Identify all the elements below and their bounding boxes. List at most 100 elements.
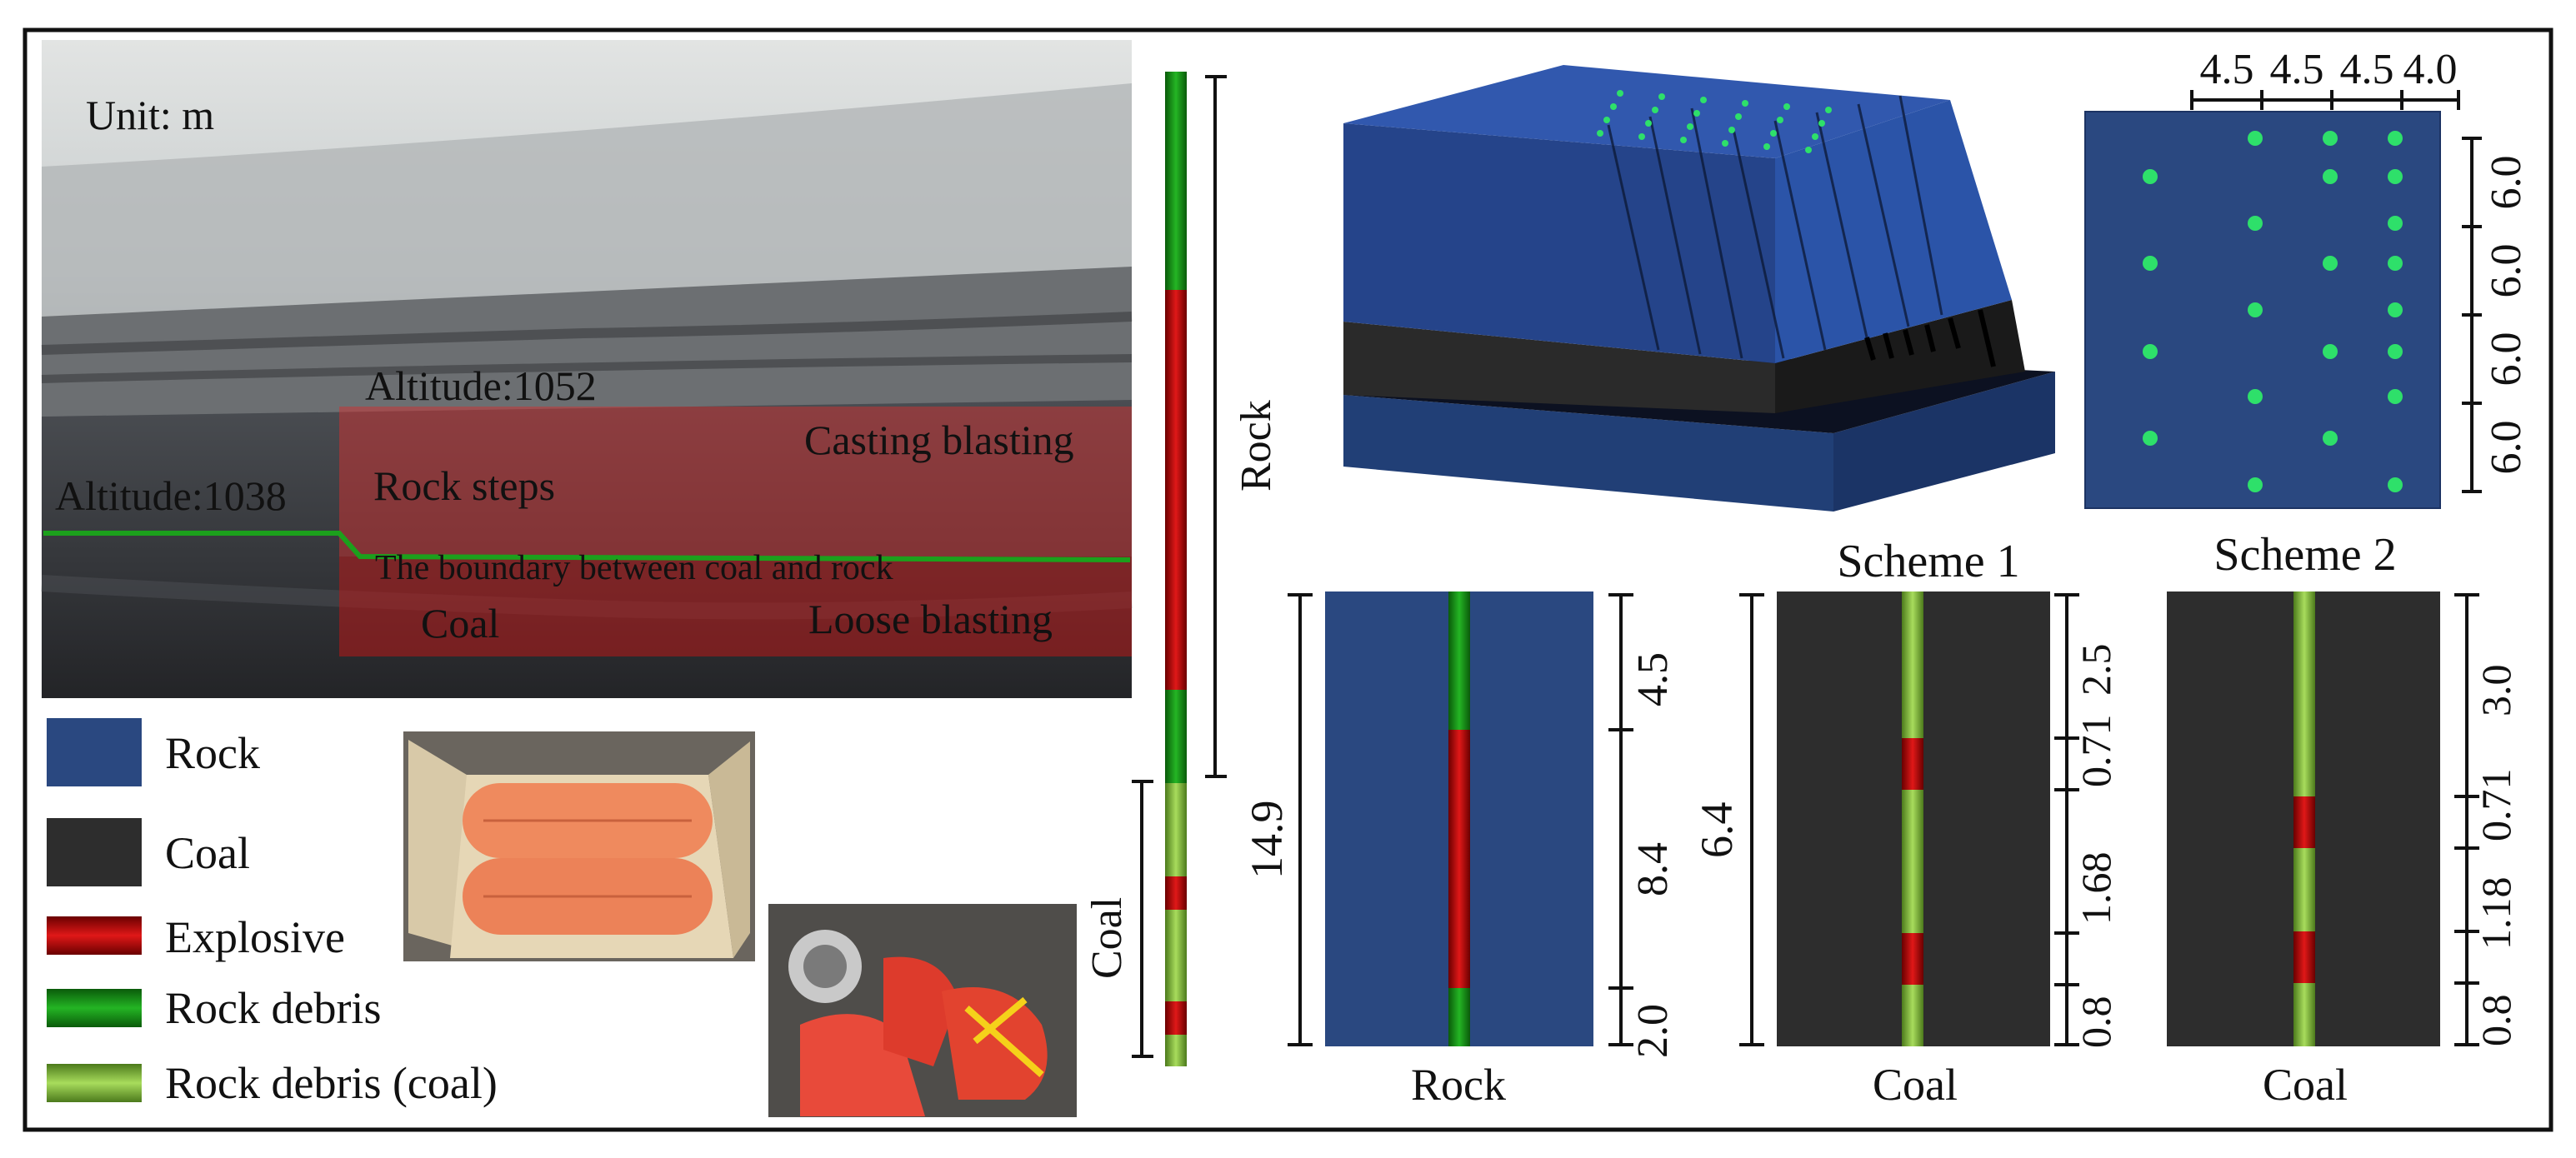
- scheme1-segment-bracket: [2054, 593, 2079, 1046]
- scheme1-seg-dimension-2: 0.71: [2073, 715, 2119, 788]
- rock-column-stemming: [1448, 591, 1470, 730]
- grid-top-dimension: 4.5: [2340, 46, 2394, 93]
- model-hole-marker: [1693, 110, 1700, 117]
- borehole-dot: [2388, 131, 2403, 146]
- borehole-dot: [2388, 302, 2403, 317]
- rock-block-top: [1343, 65, 1950, 158]
- coal-layer-side: [1343, 322, 1775, 413]
- scheme2-explosive-top: [2293, 796, 2315, 848]
- model-hole-marker: [1735, 113, 1742, 120]
- borehole-dot: [2388, 477, 2403, 492]
- grid-side-dimension: 6.0: [2483, 244, 2530, 298]
- model-hole-marker: [1770, 130, 1777, 137]
- scheme1-seg-dimension-3: 1.68: [2073, 852, 2119, 926]
- long-column-rock-label: Rock: [1233, 400, 1280, 492]
- model-hole-marker: [1658, 93, 1665, 100]
- rock-block-front: [1775, 100, 2012, 363]
- model-hole-marker: [1603, 117, 1610, 123]
- model-hole-marker: [1687, 123, 1693, 130]
- model-hole-marker: [1783, 103, 1790, 110]
- borehole-dot: [2388, 389, 2403, 404]
- legend-swatch-rock-debris: [47, 989, 142, 1027]
- borehole-dot: [2143, 344, 2158, 359]
- rock-seg-dimension-3: 2.0: [1629, 1004, 1677, 1058]
- coal-layer-front: [1775, 300, 2025, 413]
- rock-seg-dimension-1: 4.5: [1629, 652, 1677, 706]
- bench-base-side: [1343, 395, 1833, 512]
- scheme2-seg-dimension-3: 1.18: [2473, 877, 2519, 951]
- coal-blast-zone: [339, 557, 1132, 656]
- scheme2-debris-bottom: [2293, 983, 2315, 1046]
- scheme2-segment-bracket: [2454, 593, 2479, 1046]
- model-hole-marker: [1652, 107, 1658, 113]
- holes-in-coal: [1864, 309, 1996, 367]
- borehole-dot: [2248, 477, 2263, 492]
- rock-total-bracket: [1288, 593, 1313, 1046]
- bench-3d-model: [1343, 65, 2055, 512]
- grid-side-dimension: 6.0: [2483, 332, 2530, 387]
- rock-segment-bracket: [1608, 593, 1633, 1046]
- casting-blasting-label: Casting blasting: [804, 417, 1074, 463]
- borehole-dot: [2323, 131, 2338, 146]
- explosive-box-photo: [403, 731, 755, 961]
- holes-in-model: [1607, 95, 1943, 359]
- grid-top-dimension: 4.0: [2403, 46, 2458, 93]
- model-hole-marker: [1617, 90, 1623, 97]
- borehole-dot: [2143, 256, 2158, 271]
- borehole-dot: [2323, 431, 2338, 446]
- scheme2-caption: Coal: [2263, 1060, 2348, 1110]
- borehole-dot: [2323, 256, 2338, 271]
- scheme1-total-bracket: [1739, 593, 1764, 1046]
- long-borehole-column: [1165, 72, 1187, 1066]
- model-hole-marker: [1722, 140, 1728, 147]
- rock-panel-caption: Rock: [1411, 1060, 1506, 1110]
- scheme2-seg-dimension-2: 0.71: [2473, 769, 2519, 842]
- legend-label-rock-debris-coal: Rock debris (coal): [165, 1058, 498, 1108]
- legend-swatch-rock-debris-coal: [47, 1064, 142, 1102]
- model-hole-marker: [1763, 143, 1770, 150]
- borehole-dot: [2143, 431, 2158, 446]
- model-hole-marker: [1680, 137, 1687, 143]
- scheme1-explosive-top: [1902, 738, 1923, 790]
- scheme1-debris-bottom: [1902, 985, 1923, 1046]
- grid-side-dimension: 6.0: [2483, 421, 2530, 475]
- model-hole-marker: [1742, 100, 1748, 107]
- grid-side-dimensions: 6.0 6.0 6.0 6.0: [2462, 137, 2530, 493]
- legend-swatch-explosive: [47, 916, 142, 955]
- scheme1-total-dimension: 6.4: [1692, 802, 1742, 859]
- scheme2-seg-dimension-1: 3.0: [2473, 665, 2519, 717]
- model-hole-marker: [1812, 133, 1818, 140]
- scheme2-title: Scheme 2: [2213, 529, 2396, 581]
- borehole-grid: [2143, 131, 2403, 492]
- grid-side-dimension: 6.0: [2483, 156, 2530, 210]
- scheme2-seg-dimension-4: 0.8: [2473, 995, 2519, 1047]
- scheme1-title: Scheme 1: [1837, 536, 2019, 587]
- borehole-dot: [2248, 216, 2263, 231]
- borehole-dot: [2248, 131, 2263, 146]
- borehole-dot: [2388, 256, 2403, 271]
- loose-blasting-label: Loose blasting: [808, 596, 1053, 642]
- model-hole-marker: [1597, 130, 1603, 137]
- borehole-dot: [2248, 302, 2263, 317]
- legend-label-coal: Coal: [165, 828, 250, 878]
- legend-swatch-rock: [47, 718, 142, 786]
- model-hole-marker: [1777, 117, 1783, 123]
- rock-block-side: [1343, 123, 1775, 363]
- borehole-dot: [2143, 169, 2158, 184]
- scheme2-debris-mid: [2293, 848, 2315, 931]
- scheme1-explosive-bottom: [1902, 933, 1923, 985]
- model-hole-marker: [1700, 97, 1707, 103]
- grid-top-dimension: 4.5: [2200, 46, 2254, 93]
- scheme1-seg-dimension-1: 2.5: [2073, 644, 2119, 696]
- model-hole-marker: [1805, 147, 1812, 153]
- figure-border: [23, 27, 2553, 1132]
- long-column-rock-bracket: [1205, 75, 1227, 778]
- scheme1-seg-dimension-4: 0.8: [2073, 996, 2119, 1049]
- unit-label: Unit: m: [86, 92, 214, 138]
- borehole-dot: [2323, 169, 2338, 184]
- legend-label-explosive: Explosive: [165, 912, 345, 962]
- scheme1-caption: Coal: [1873, 1060, 1958, 1110]
- grid-top-dimension: 4.5: [2270, 46, 2324, 93]
